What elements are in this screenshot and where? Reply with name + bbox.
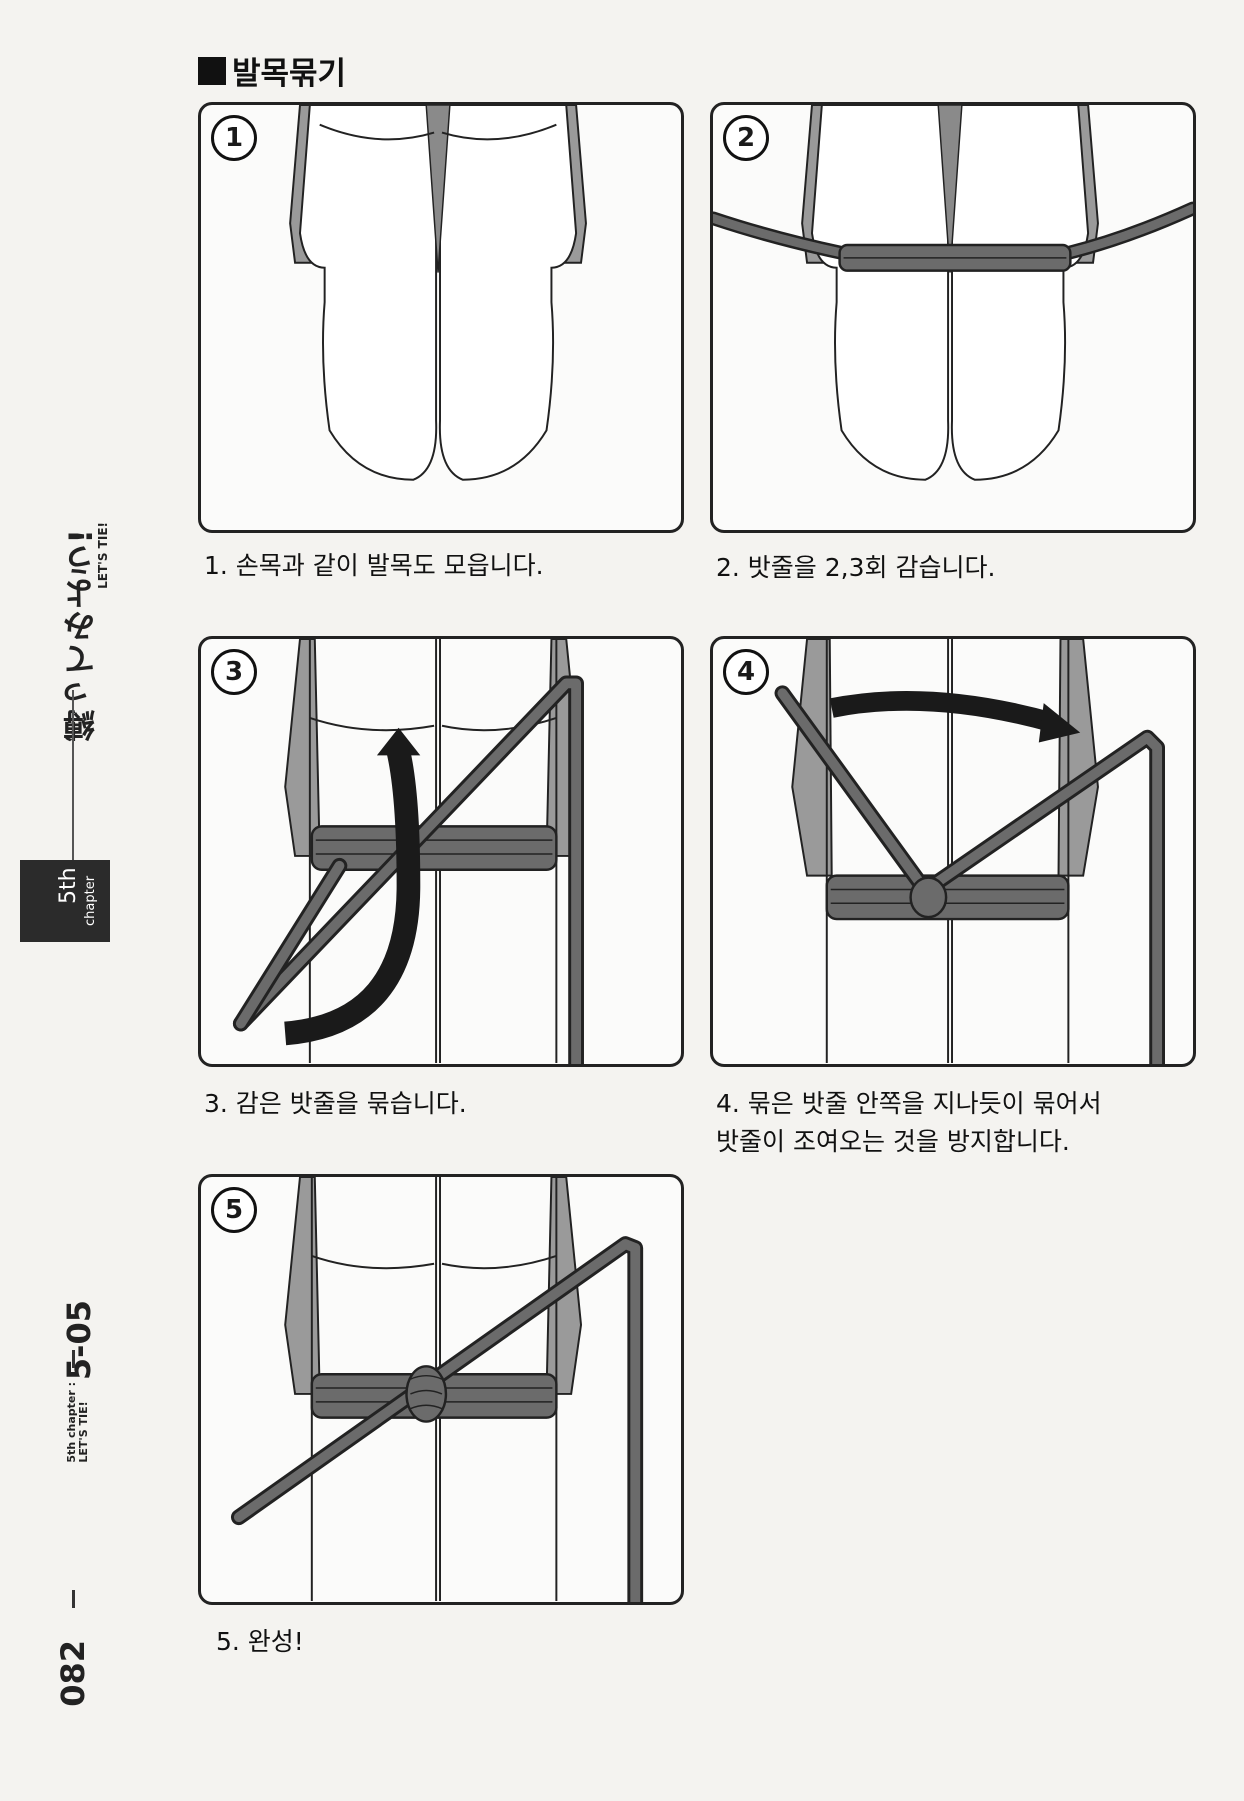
step-1-illustration — [201, 105, 681, 530]
step-4-illustration — [713, 639, 1193, 1064]
step-3-caption: 3. 감은 밧줄을 묶습니다. — [204, 1084, 467, 1124]
step-4-panel: 4 — [710, 636, 1196, 1067]
chapter-tab-number: 5th — [58, 867, 80, 904]
step-4-caption-line2: 밧줄이 조여오는 것을 방지합니다. — [716, 1122, 1070, 1162]
section-label: 5th chapter :LET'S TIE! — [66, 1382, 90, 1463]
page-title: 발목묶기 — [198, 48, 346, 93]
chapter-tab-label: chapter — [84, 876, 97, 926]
step-2-badge: 2 — [723, 115, 769, 161]
page-number: 082 — [54, 1640, 92, 1707]
step-3-illustration — [201, 639, 681, 1064]
step-1-caption: 1. 손목과 같이 발목도 모읍니다. — [204, 546, 544, 586]
chapter-tab: 5th chapter — [20, 860, 110, 942]
section-divider — [72, 1350, 75, 1368]
page-title-text: 발목묶기 — [232, 48, 346, 93]
step-4-badge: 4 — [723, 649, 769, 695]
step-5-illustration — [201, 1177, 681, 1602]
step-5-badge: 5 — [211, 1187, 257, 1233]
step-4-caption-line1: 4. 묶은 밧줄 안쪽을 지나듯이 묶어서 — [716, 1084, 1102, 1124]
page-number-divider — [72, 1590, 75, 1608]
step-5-panel: 5 — [198, 1174, 684, 1605]
title-square-icon — [198, 57, 226, 85]
step-2-illustration — [713, 105, 1193, 530]
chapter-subtitle: LET'S TIE! — [96, 522, 110, 589]
sidebar-divider — [72, 690, 74, 860]
step-1-badge: 1 — [211, 115, 257, 161]
step-1-panel: 1 — [198, 102, 684, 533]
step-3-panel: 3 — [198, 636, 684, 1067]
section-label-line2: LET'S TIE! — [77, 1401, 90, 1462]
section-label-line1: 5th chapter : — [65, 1382, 78, 1463]
step-2-caption: 2. 밧줄을 2,3회 감습니다. — [716, 548, 995, 588]
step-5-caption: 5. 완성! — [216, 1622, 304, 1662]
step-3-badge: 3 — [211, 649, 257, 695]
section-number: 5-05 — [60, 1300, 98, 1380]
step-2-panel: 2 — [710, 102, 1196, 533]
